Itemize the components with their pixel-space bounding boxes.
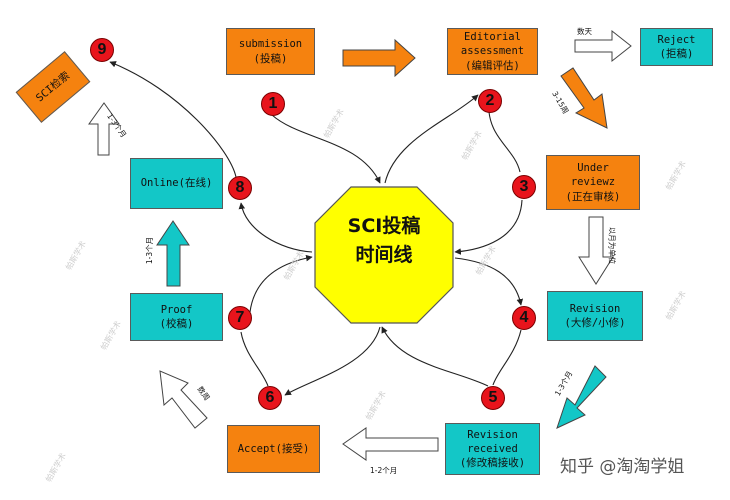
arrow-editorial-to-review — [560, 67, 608, 129]
label-monthly: 以月为单位 — [607, 226, 617, 265]
arrow-accept-to-proof — [159, 370, 208, 429]
arrow-editorial-to-reject — [574, 29, 632, 63]
center-title-line2: 时间线 — [355, 244, 413, 267]
connector-3 — [454, 199, 523, 255]
box-reject: Reject (拒稿) — [640, 28, 713, 66]
box-revision-received: Revision received (修改稿接收) — [445, 423, 540, 475]
connector-6 — [284, 326, 381, 396]
footer-watermark: 知乎 @淘淘学姐 — [560, 457, 685, 477]
connector-4 — [454, 257, 524, 306]
label-months-online: 1-3个月 — [145, 236, 155, 265]
box-revision: Revision (大修/小修) — [547, 291, 643, 341]
connector-4-5 — [492, 329, 522, 386]
connector-9 — [109, 61, 237, 178]
connector-2-3 — [488, 111, 521, 173]
step-node-3: 3 — [512, 175, 536, 199]
step-node-5: 5 — [481, 386, 505, 410]
connector-5 — [381, 326, 489, 387]
box-accept: Accept(接受) — [227, 425, 320, 473]
step-node-6: 6 — [258, 386, 282, 410]
arrow-revision-to-received — [556, 365, 607, 429]
box-editorial-assessment: Editorial assessment (编辑评估) — [447, 28, 538, 75]
step-node-2: 2 — [478, 89, 502, 113]
connector-1 — [271, 114, 381, 184]
connector-8 — [238, 202, 313, 253]
step-node-4: 4 — [512, 306, 536, 330]
arrow-submission-to-editorial — [342, 38, 416, 78]
step-node-8: 8 — [228, 176, 252, 200]
arrow-received-to-accept — [342, 427, 439, 461]
center-title-line1: SCI投稿 — [347, 215, 421, 237]
arrow-review-to-revision — [578, 216, 614, 285]
label-months-accept: 1-2个月 — [370, 466, 398, 475]
box-online: Online(在线) — [130, 158, 223, 209]
box-proof: Proof (校稿) — [130, 293, 223, 341]
arrow-proof-to-online — [156, 220, 190, 287]
step-node-1: 1 — [261, 92, 285, 116]
arrow-online-to-sci — [88, 102, 120, 156]
connector-2 — [384, 94, 479, 184]
center-title: SCI投稿 时间线 — [316, 212, 452, 271]
center-octagon — [314, 186, 454, 324]
step-node-9: 9 — [90, 38, 114, 62]
label-reject-days: 数天 — [577, 27, 592, 36]
connector-7 — [249, 254, 313, 313]
connector-6-7 — [240, 331, 269, 387]
step-node-7: 7 — [228, 306, 252, 330]
box-under-review: Under reviewz (正在审核) — [546, 155, 640, 210]
box-submission: submission (投稿) — [226, 28, 315, 75]
